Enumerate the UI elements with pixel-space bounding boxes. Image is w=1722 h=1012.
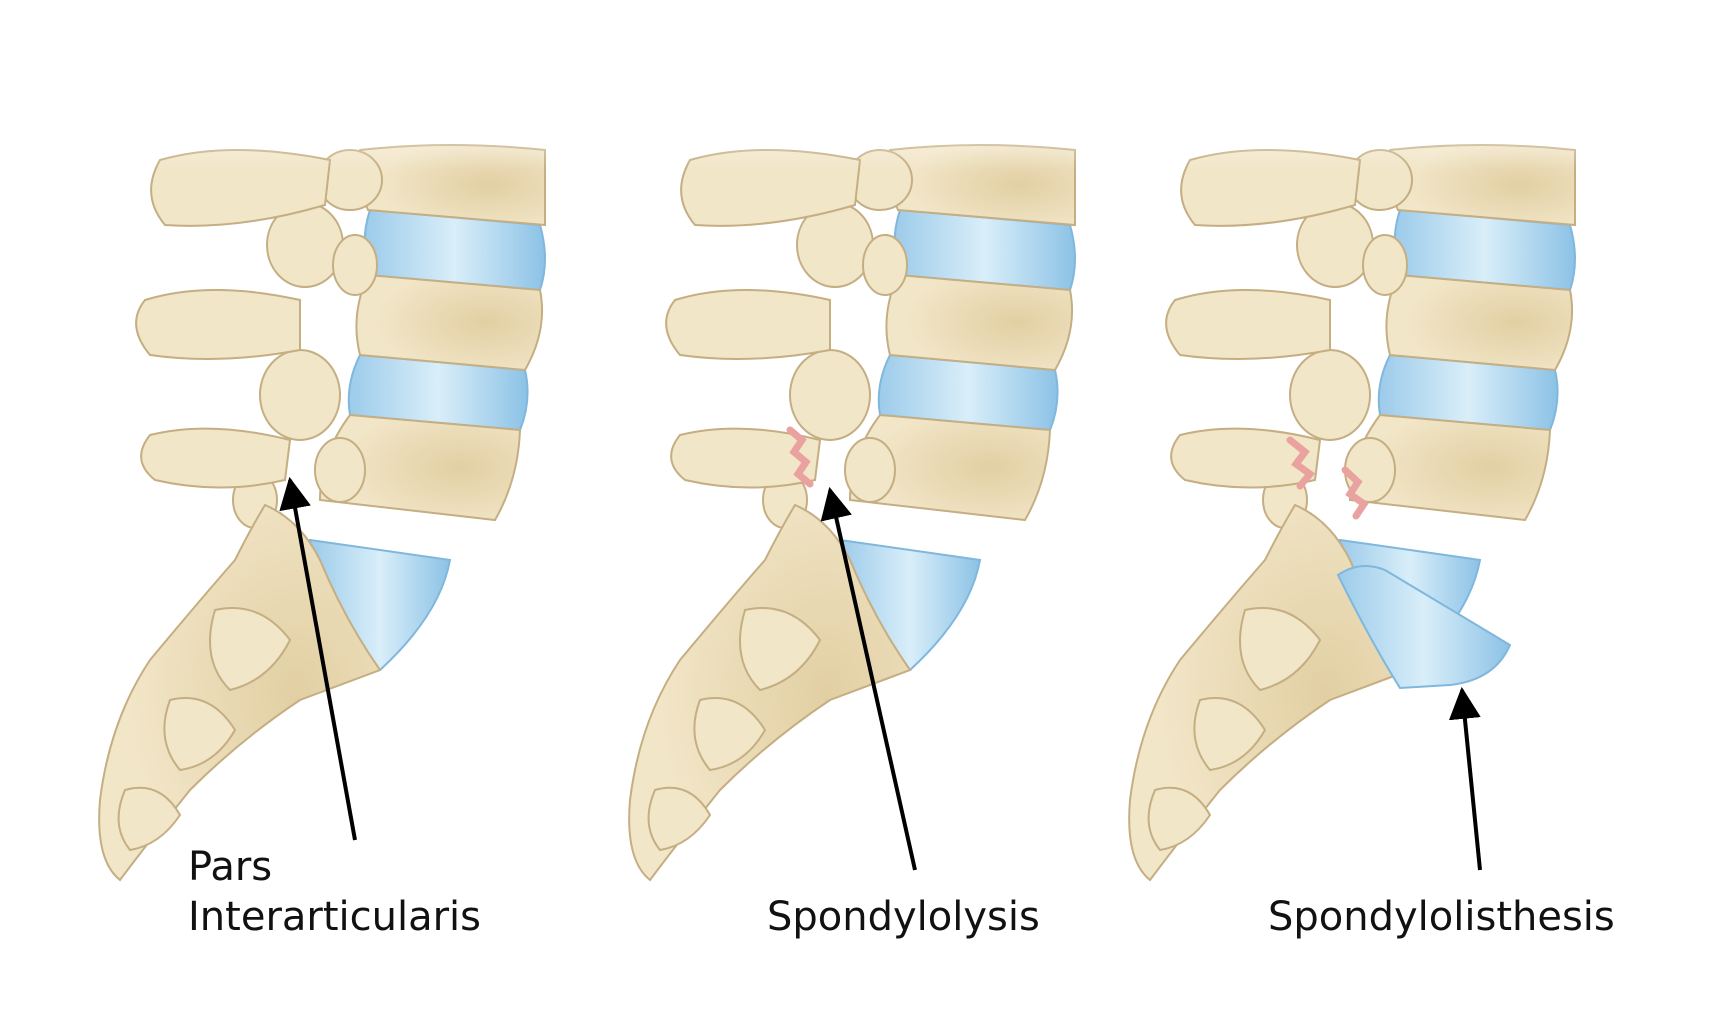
label-spondylolysis: Spondylolysis bbox=[767, 894, 1040, 940]
spine-drawing-listhesis bbox=[1128, 79, 1611, 881]
panel-spondylolysis: Spondylolysis bbox=[628, 79, 1111, 940]
fracture-mark-left bbox=[1286, 436, 1316, 490]
panel-pars-interarticularis: Pars Interarticularis bbox=[98, 79, 581, 940]
panel-spondylolisthesis: Spondylolisthesis bbox=[1128, 79, 1615, 940]
fracture-mark-right bbox=[1341, 466, 1369, 520]
label-spondylolisthesis: Spondylolisthesis bbox=[1268, 894, 1615, 940]
spine-drawing-lysis bbox=[628, 79, 1111, 881]
spondylolysis-arrow bbox=[820, 486, 917, 871]
pars-arrow bbox=[279, 476, 357, 841]
fracture-mark bbox=[786, 426, 814, 488]
spondylolisthesis-arrow bbox=[1448, 686, 1482, 871]
label-pars-line2: Interarticularis bbox=[188, 894, 481, 940]
label-pars-line1: Pars bbox=[188, 844, 272, 890]
slipped-disc bbox=[1336, 565, 1512, 690]
